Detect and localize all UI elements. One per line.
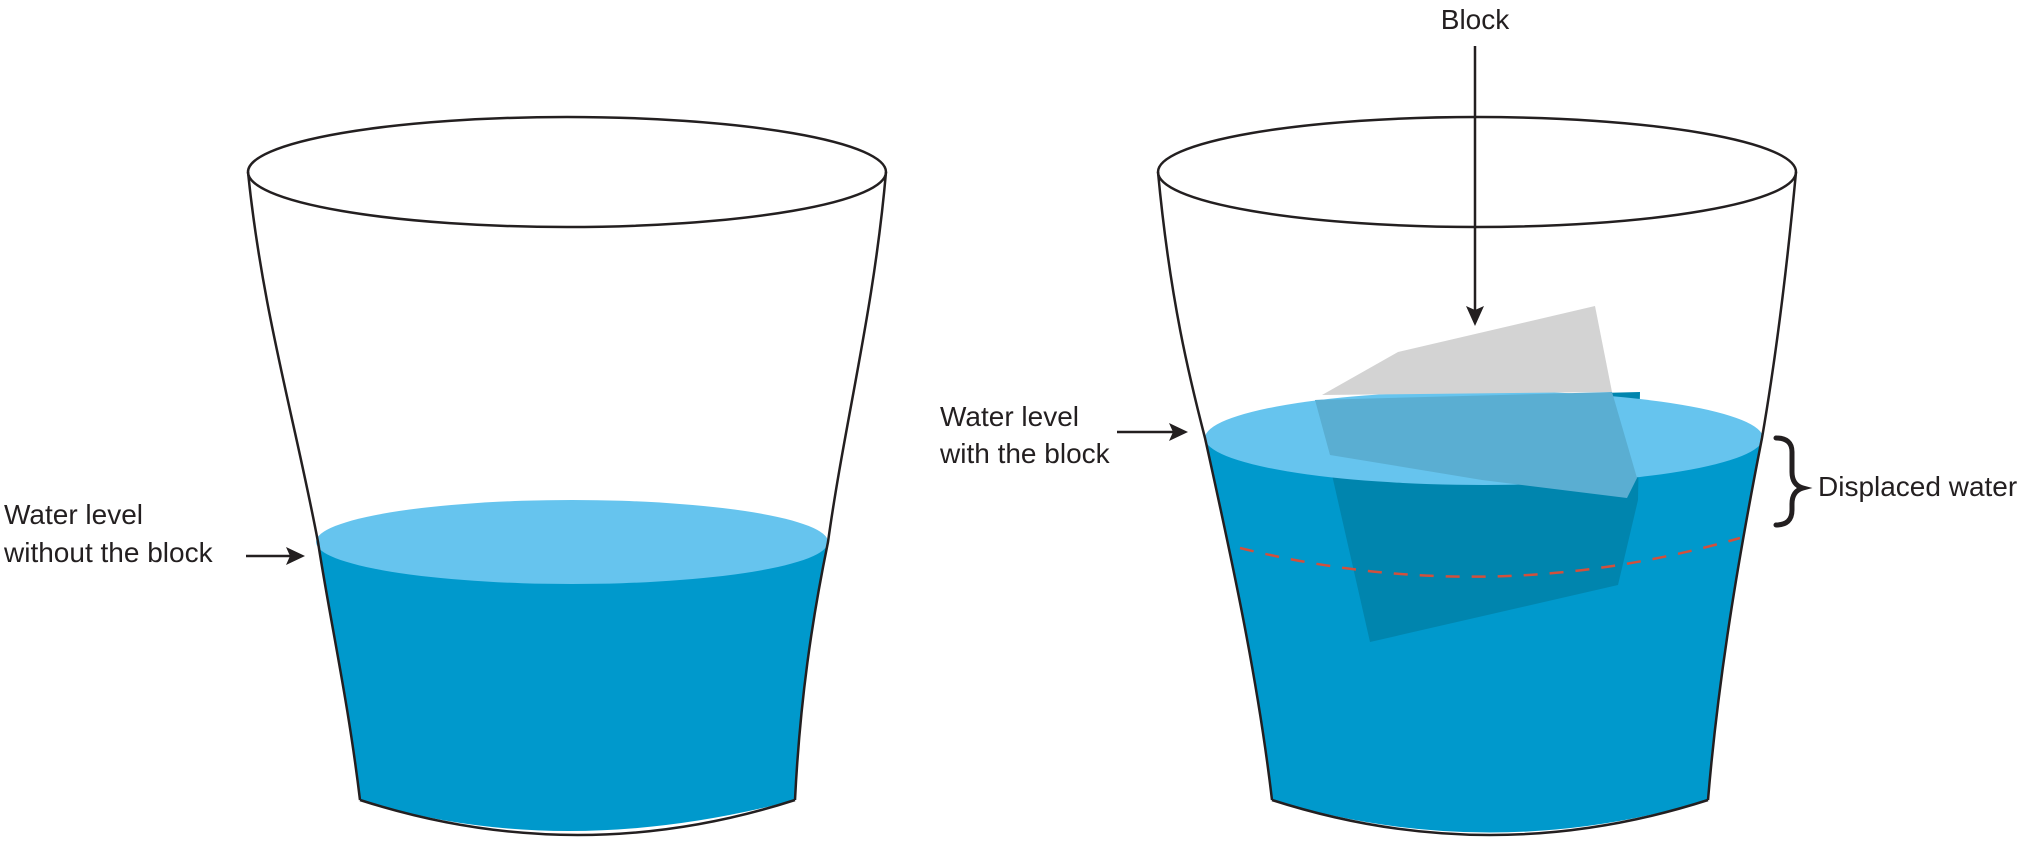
left-level-line1: Water level (4, 499, 143, 530)
block-label: Block (1441, 4, 1510, 35)
left-level-line2: without the block (3, 537, 214, 568)
right-cup-bottom (1271, 798, 1709, 837)
block-surface-overlap (1315, 392, 1637, 498)
displaced-water-label: Displaced water (1818, 471, 2017, 502)
cup-without-block (246, 115, 888, 837)
left-water-body (318, 542, 828, 831)
left-water-level-label: Water level without the block (3, 499, 214, 568)
left-cup-rim (246, 115, 888, 229)
right-level-arrow (1117, 423, 1188, 441)
right-cup-outline (1156, 171, 1798, 801)
displaced-water-brace (1773, 435, 1813, 528)
block-above-water (1322, 306, 1612, 395)
right-level-line1: Water level (940, 401, 1079, 432)
right-level-line2: with the block (939, 438, 1111, 469)
cup-with-block (1156, 115, 1798, 837)
right-water-level-label: Water level with the block (939, 401, 1111, 469)
left-cup-outline (246, 171, 888, 801)
right-cup-rim (1156, 115, 1798, 229)
block-arrow (1466, 46, 1484, 326)
left-level-arrow (246, 547, 305, 565)
left-cup-bottom (359, 798, 796, 837)
left-water-surface (316, 500, 828, 584)
